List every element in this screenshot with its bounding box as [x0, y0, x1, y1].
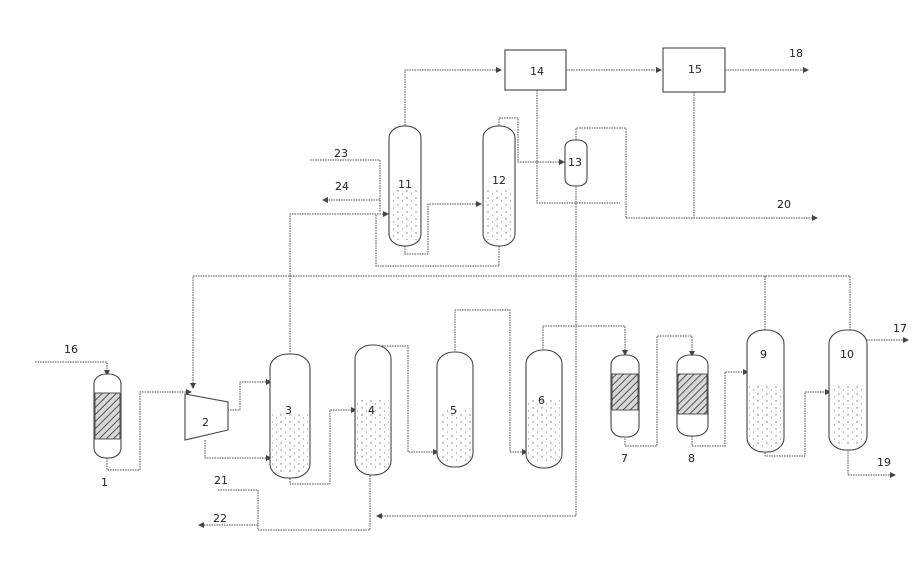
- column-9: 9: [747, 330, 784, 452]
- column-6: 6: [526, 350, 562, 468]
- arrow-stream-24: [322, 197, 328, 203]
- stream-label-17: 17: [893, 322, 907, 335]
- equipment-label-8: 8: [688, 452, 695, 465]
- equipment-label-7: 7: [621, 452, 628, 465]
- equipment-label-14: 14: [530, 65, 544, 78]
- equipment-label-13: 13: [568, 156, 582, 169]
- stream-label-16: 16: [64, 343, 78, 356]
- equipment-label-2: 2: [202, 416, 209, 429]
- stream-label-18: 18: [789, 47, 803, 60]
- equipment-label-4: 4: [368, 404, 375, 417]
- stream-label-19: 19: [877, 456, 891, 469]
- column-12: 12: [483, 126, 515, 246]
- stream-label-21: 21: [214, 474, 228, 487]
- arrow-into-t11: [383, 211, 389, 217]
- pipe-c2-to-t3: [205, 440, 270, 458]
- arrow-stream-20: [812, 215, 818, 221]
- stream-label-24: 24: [335, 180, 349, 193]
- arrow-stream-17: [903, 337, 909, 343]
- pipe-stream-21: [218, 475, 370, 530]
- reactor-7: 7: [611, 355, 639, 465]
- compressor-2: 2: [185, 394, 228, 440]
- reactor-1: 1: [94, 374, 121, 489]
- equipment-label-1: 1: [101, 476, 108, 489]
- column-3: 3: [270, 354, 310, 478]
- pipe-t11-to-b14: [405, 70, 500, 128]
- vessel-13: 13: [565, 140, 587, 186]
- equipment-label-10: 10: [840, 348, 854, 361]
- equipment-label-15: 15: [688, 63, 702, 76]
- arrow-into-b14: [496, 67, 502, 73]
- equipment-label-3: 3: [285, 404, 292, 417]
- arrow-into-b15: [656, 67, 662, 73]
- unit-15: 15: [663, 48, 725, 92]
- equipment-label-9: 9: [760, 348, 767, 361]
- arrow-stream-22: [198, 522, 204, 528]
- arrow-header-to-c2: [190, 383, 196, 389]
- stream-labels: 16 17 18 19 20 21 22 23 24: [64, 47, 907, 525]
- column-10: 10: [829, 330, 867, 450]
- arrow-stream-19: [890, 472, 896, 478]
- equipment-label-12: 12: [492, 174, 506, 187]
- equipment-label-6: 6: [538, 394, 545, 407]
- pipe-c2-side: [225, 382, 270, 410]
- stream-label-20: 20: [777, 198, 791, 211]
- pipe-t6-to-r7: [543, 326, 625, 353]
- unit-14: 14: [505, 50, 566, 90]
- pipe-t3-overhead: [290, 214, 387, 357]
- arrow-into-t13: [559, 159, 565, 165]
- column-11: 11: [389, 126, 421, 246]
- stream-label-22: 22: [213, 512, 227, 525]
- column-4: 4: [355, 345, 391, 475]
- pipe-feed-16: [35, 362, 107, 373]
- equipment-label-5: 5: [450, 404, 457, 417]
- reactor-8: 8: [677, 355, 708, 465]
- stream-label-23: 23: [334, 147, 348, 160]
- arrow-into-t12: [476, 201, 482, 207]
- arrow-stream-18: [803, 67, 809, 73]
- equipment-label-11: 11: [398, 178, 412, 191]
- arrow-into-t4-bottom: [376, 513, 382, 519]
- column-5: 5: [437, 352, 473, 467]
